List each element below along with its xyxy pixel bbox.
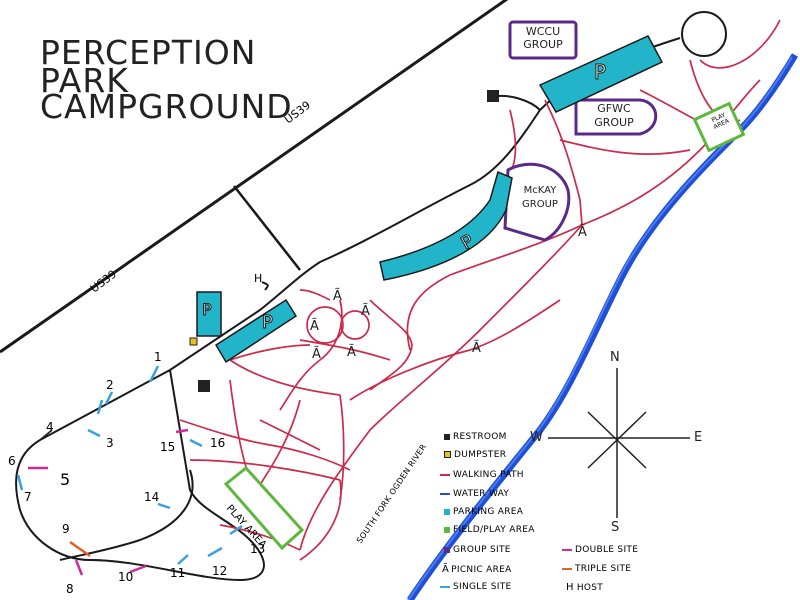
site-number-6: 6 xyxy=(8,454,16,468)
site-number-8: 8 xyxy=(66,582,74,596)
inner-loop xyxy=(59,469,194,561)
gfwc-line-1: GFWC xyxy=(597,102,631,115)
compass-south: S xyxy=(611,520,620,535)
gfwc-line-2: GROUP xyxy=(594,116,634,129)
site-number-3: 3 xyxy=(106,436,114,450)
wccu-line-2: GROUP xyxy=(523,38,563,51)
parking-letter-lower: P xyxy=(262,312,274,334)
site-number-13: 13 xyxy=(250,542,266,556)
site-number-11: 11 xyxy=(170,566,186,580)
title-line-2: PARK xyxy=(40,61,129,100)
wccu-group-label: WCCU GROUP xyxy=(512,25,574,51)
wccu-line-1: WCCU xyxy=(525,25,561,38)
play-area-small[interactable] xyxy=(692,101,746,153)
compass-west: W xyxy=(530,430,543,445)
river-edge xyxy=(407,56,793,600)
svg-text:Ã: Ã xyxy=(310,318,319,334)
host-marker: H xyxy=(254,272,263,285)
mckay-line-2: GROUP xyxy=(522,199,558,210)
svg-text:Ã: Ã xyxy=(333,288,342,304)
compass-north: N xyxy=(610,350,620,365)
svg-text:Ã: Ã xyxy=(361,303,370,319)
site-number-12: 12 xyxy=(212,564,228,578)
site-number-4: 4 xyxy=(46,420,54,434)
site-number-9: 9 xyxy=(62,522,70,536)
picnic-areas: Ã Ã Ã Ã Ã Ã Ã xyxy=(310,224,587,362)
svg-text:Ã: Ã xyxy=(578,224,587,240)
site-number-5: 5 xyxy=(60,470,71,489)
svg-text:Ã: Ã xyxy=(312,346,321,362)
host-spur xyxy=(261,281,269,291)
parking-letter-small: P xyxy=(202,300,213,320)
mckay-line-1: McKAY xyxy=(523,185,557,196)
parking-letter-top: P xyxy=(593,60,607,85)
site-number-15: 15 xyxy=(160,440,176,454)
site-stubs xyxy=(16,365,243,576)
loop-road xyxy=(15,369,265,582)
mckay-group-site[interactable] xyxy=(503,162,571,242)
highway-us39 xyxy=(0,0,509,354)
site-number-10: 10 xyxy=(118,570,134,584)
mckay-group-label: McKAY GROUP xyxy=(514,184,566,212)
compass-east: E xyxy=(694,430,703,445)
restroom-top-icon xyxy=(487,90,499,102)
road-to-restroom xyxy=(497,94,541,111)
title-line-1: PERCEPTION xyxy=(40,33,257,72)
compass-rose xyxy=(548,368,690,518)
wccu-group-site[interactable] xyxy=(508,20,578,60)
site-number-1: 1 xyxy=(154,350,162,364)
site-number-14: 14 xyxy=(144,490,160,504)
parking-area-top[interactable] xyxy=(538,35,664,113)
play-area-large[interactable] xyxy=(223,465,305,551)
site-number-7: 7 xyxy=(24,490,32,504)
connector-road xyxy=(233,185,301,271)
restroom-loop-icon xyxy=(198,380,210,392)
site-number-16: 16 xyxy=(210,436,226,450)
site-number-2: 2 xyxy=(106,378,114,392)
svg-text:Ã: Ã xyxy=(347,344,356,360)
title-line-3: CAMPGROUND xyxy=(40,87,293,126)
parking-area-small[interactable] xyxy=(196,291,222,337)
parking-area-lower[interactable] xyxy=(214,298,298,364)
parking-area-middle[interactable] xyxy=(379,170,513,281)
gfwc-group-site[interactable] xyxy=(574,98,658,136)
gfwc-group-label: GFWC GROUP xyxy=(586,102,642,130)
svg-text:Ã: Ã xyxy=(472,340,481,356)
turnaround-circle xyxy=(681,11,727,57)
dumpster-icon xyxy=(189,337,198,346)
